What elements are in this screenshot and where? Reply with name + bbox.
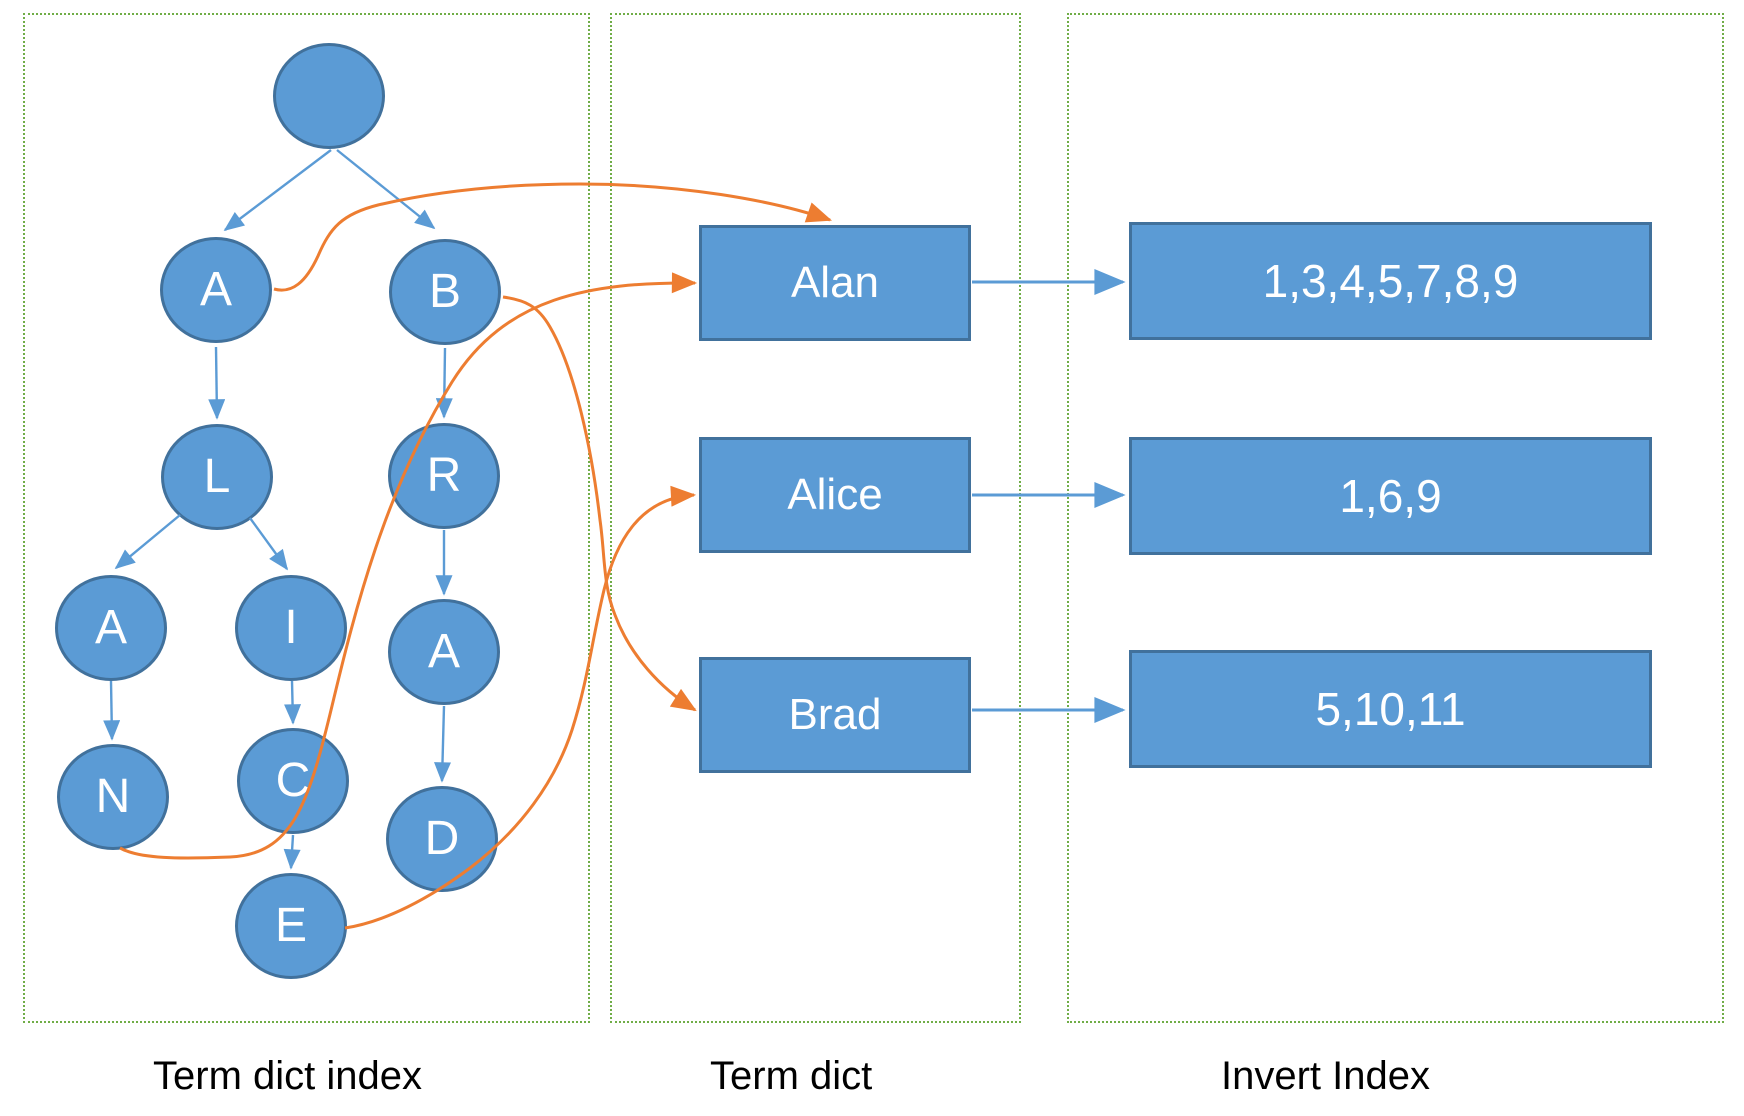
- tree-node-a2-label: A: [94, 601, 127, 654]
- invert-box-1-label: 1,3,4,5,7,8,9: [1262, 255, 1519, 307]
- panel-term-dict-index: [23, 13, 590, 1023]
- invert-box-3: 5,10,11: [1129, 650, 1652, 768]
- invert-box-2-label: 1,6,9: [1339, 470, 1442, 522]
- term-box-alan-label: Alan: [790, 258, 880, 307]
- invert-box-1: 1,3,4,5,7,8,9: [1129, 222, 1652, 340]
- term-box-alan: Alan: [699, 225, 971, 341]
- tree-node-e-label: E: [274, 899, 307, 952]
- invert-box-2: 1,6,9: [1129, 437, 1652, 555]
- tree-node-b: B: [389, 239, 501, 345]
- label-term-dict: Term dict: [710, 1054, 873, 1098]
- tree-node-a1: A: [160, 237, 272, 343]
- tree-node-b-label: B: [428, 265, 461, 318]
- invert-box-3-label: 5,10,11: [1315, 683, 1466, 735]
- tree-node-d-label: D: [424, 812, 460, 865]
- tree-node-a2: A: [55, 575, 167, 681]
- tree-node-c: C: [237, 728, 349, 834]
- tree-node-n-label: N: [95, 770, 131, 823]
- tree-node-e: E: [235, 873, 347, 979]
- panel-invert-index: [1067, 13, 1724, 1023]
- term-box-alice: Alice: [699, 437, 971, 553]
- tree-node-d: D: [386, 786, 498, 892]
- label-term-dict-index: Term dict index: [153, 1054, 422, 1098]
- tree-node-l: L: [161, 424, 273, 530]
- term-box-brad-label: Brad: [788, 690, 882, 739]
- label-invert-index: Invert Index: [1221, 1054, 1431, 1098]
- tree-node-a1-label: A: [199, 263, 232, 316]
- tree-node-a3: A: [388, 599, 500, 705]
- tree-node-r: R: [388, 423, 500, 529]
- tree-node-l-label: L: [203, 450, 231, 503]
- term-box-alice-label: Alice: [787, 470, 883, 519]
- tree-node-i: I: [235, 575, 347, 681]
- tree-node-c-label: C: [275, 754, 311, 807]
- tree-node-i-label: I: [284, 601, 298, 654]
- tree-node-root: [273, 43, 385, 149]
- tree-node-r-label: R: [426, 449, 462, 502]
- tree-node-n: N: [57, 744, 169, 850]
- term-box-brad: Brad: [699, 657, 971, 773]
- tree-node-a3-label: A: [427, 625, 460, 678]
